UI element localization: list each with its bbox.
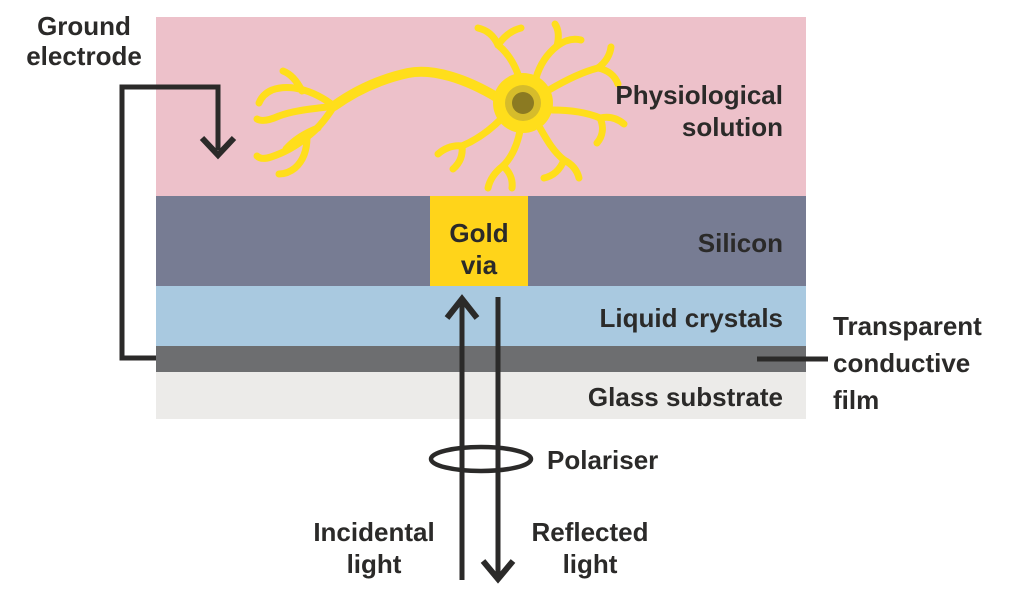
- polariser-label: Polariser: [547, 445, 659, 475]
- silicon-label: Silicon: [697, 228, 783, 258]
- layer-transparent-conductive-film: [156, 346, 806, 372]
- glass-substrate-label: Glass substrate: [587, 382, 783, 412]
- layer-glass-substrate: [156, 372, 806, 419]
- ground-electrode-label: Ground electrode: [26, 11, 142, 71]
- polariser-ring-icon: [428, 444, 534, 474]
- gold-via-block: Gold via: [430, 196, 528, 286]
- incidental-light-label: Incidental light: [313, 517, 435, 579]
- transparent-conductive-film-label: Transparent conductive film: [833, 311, 982, 415]
- layer-liquid-crystals: [156, 286, 806, 346]
- gold-via-label: Gold via: [449, 218, 509, 280]
- physiological-solution-label: Physiological solution: [615, 80, 783, 142]
- liquid-crystals-label: Liquid crystals: [599, 303, 784, 333]
- reflected-light-label: Reflected light: [531, 517, 649, 579]
- down-arrow-icon: [480, 559, 516, 584]
